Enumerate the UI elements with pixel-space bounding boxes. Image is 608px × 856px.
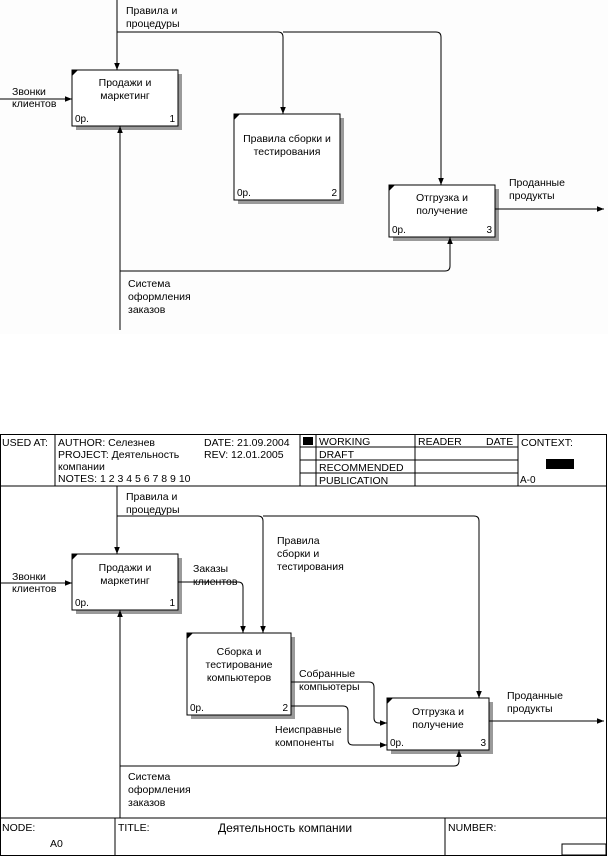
bottom-box-1-cost: 0р. bbox=[75, 598, 89, 609]
top-box-2-cost: 0р. bbox=[237, 188, 251, 199]
bottom-box-2-title-line-2: тестирование bbox=[206, 659, 273, 671]
node-label: NODE: bbox=[2, 822, 35, 834]
bottom-diagram-panel: USED AT: AUTHOR: Селезнев PROJECT: Деяте… bbox=[0, 434, 608, 856]
bottom-box-1-title-line-2: маркетинг bbox=[100, 575, 150, 587]
top-box-3-cost: 0р. bbox=[392, 225, 406, 236]
bottom-box-2-title-line-3: компьютеров bbox=[207, 672, 272, 684]
bottom-box-1-number: 1 bbox=[169, 598, 175, 609]
context-node: A-0 bbox=[520, 475, 536, 486]
top-box-2-title-line-1: Правила сборки и bbox=[243, 133, 331, 145]
bottom-control-arrows[interactable] bbox=[114, 486, 482, 698]
assembled-label-line-1: Собранные bbox=[299, 668, 355, 680]
bottom-output-label-line-2: продукты bbox=[507, 703, 553, 715]
top-box-1-number: 1 bbox=[169, 114, 175, 125]
top-box-1-title-line-2: маркетинг bbox=[100, 90, 150, 102]
status-draft: DRAFT bbox=[319, 449, 355, 461]
top-input-label-line-1: Звонки bbox=[12, 86, 46, 98]
assembly-rules-label-line-1: Правила bbox=[277, 535, 320, 547]
bottom-box-1-title-line-1: Продажи и bbox=[99, 562, 152, 574]
top-input-label-line-2: клиентов bbox=[12, 98, 57, 110]
top-box-2-title-line-2: тестирования bbox=[254, 146, 321, 158]
status-working: WORKING bbox=[319, 436, 370, 448]
top-mechanism-label-line-3: заказов bbox=[128, 304, 166, 316]
faulty-label-line-2: компоненты bbox=[275, 737, 334, 749]
context-thumbnail bbox=[546, 459, 574, 469]
bottom-diagram-form: USED AT: AUTHOR: Селезнев PROJECT: Деяте… bbox=[0, 434, 607, 856]
top-diagram-panel: Продажи и маркетинг 0р. 1 Правила сборки… bbox=[0, 0, 608, 334]
bottom-control-label-line-2: процедуры bbox=[126, 504, 180, 516]
form-header: USED AT: AUTHOR: Селезнев PROJECT: Деяте… bbox=[0, 434, 607, 487]
assembly-rules-label-line-2: сборки и bbox=[277, 548, 319, 560]
top-output-label-line-2: продукты bbox=[509, 190, 555, 202]
top-box-1-title-line-1: Продажи и bbox=[99, 77, 152, 89]
faulty-components-arrow[interactable] bbox=[291, 705, 387, 748]
top-diagram: Продажи и маркетинг 0р. 1 Правила сборки… bbox=[0, 0, 604, 330]
notes-field: NOTES: 1 2 3 4 5 6 7 8 9 10 bbox=[58, 473, 191, 485]
top-mechanism-arrows[interactable] bbox=[117, 126, 453, 330]
author-field: AUTHOR: Селезнев bbox=[58, 437, 155, 449]
bottom-box-3-title-line-2: получение bbox=[412, 719, 464, 731]
orders-arrow[interactable] bbox=[178, 581, 246, 633]
assembled-computers-arrow[interactable] bbox=[291, 681, 387, 726]
diagram-title: Деятельность компании bbox=[218, 821, 352, 835]
assembled-label-line-2: компьютеры bbox=[299, 681, 360, 693]
top-box-3-number: 3 bbox=[486, 225, 492, 236]
reader-label: READER bbox=[418, 436, 462, 448]
used-at-label: USED AT: bbox=[2, 437, 48, 449]
form-footer: NODE: A0 TITLE: Деятельность компании NU… bbox=[0, 817, 607, 856]
form-frame bbox=[0, 434, 607, 856]
bottom-box-sales-marketing[interactable]: Продажи и маркетинг 0р. 1 bbox=[71, 553, 182, 614]
faulty-label-line-1: Неисправные bbox=[275, 724, 342, 736]
working-status-marker bbox=[303, 437, 313, 445]
bottom-mechanism-label-line-1: Система bbox=[128, 771, 170, 783]
orders-label-line-2: клиентов bbox=[193, 576, 238, 588]
top-box-3-title-line-1: Отгрузка и bbox=[416, 192, 468, 204]
top-box-assembly-rules[interactable]: Правила сборки и тестирования 0р. 2 bbox=[233, 113, 344, 204]
top-box-1-cost: 0р. bbox=[75, 114, 89, 125]
top-control-label-line-2: процедуры bbox=[126, 18, 180, 30]
bottom-box-assembly-testing[interactable]: Сборка и тестирование компьютеров 0р. 2 bbox=[186, 632, 295, 719]
top-box-2-number: 2 bbox=[331, 188, 337, 199]
project-field-cont: компании bbox=[58, 461, 105, 473]
project-field: PROJECT: Деятельность bbox=[58, 449, 180, 461]
bottom-box-2-number: 2 bbox=[282, 703, 288, 714]
top-box-shipping-receiving[interactable]: Отгрузка и получение 0р. 3 bbox=[388, 184, 499, 241]
top-control-arrows[interactable] bbox=[114, 0, 444, 185]
bottom-control-label-line-1: Правила и bbox=[126, 491, 178, 503]
number-label: NUMBER: bbox=[448, 822, 496, 834]
bottom-input-label-line-1: Звонки bbox=[12, 571, 46, 583]
rev-field: REV: 12.01.2005 bbox=[204, 449, 284, 461]
top-output-label-line-1: Проданные bbox=[509, 177, 565, 189]
bottom-box-3-title-line-1: Отгрузка и bbox=[412, 706, 464, 718]
assembly-rules-label-line-3: тестирования bbox=[277, 561, 344, 573]
context-label: CONTEXT: bbox=[521, 437, 573, 449]
top-box-sales-marketing[interactable]: Продажи и маркетинг 0р. 1 bbox=[71, 69, 182, 130]
title-label: TITLE: bbox=[118, 822, 150, 834]
bottom-input-label-line-2: клиентов bbox=[12, 583, 57, 595]
orders-label-line-1: Заказы bbox=[193, 563, 228, 575]
bottom-box-3-cost: 0р. bbox=[390, 738, 404, 749]
bottom-mechanism-arrows[interactable] bbox=[117, 610, 462, 818]
top-mechanism-label-line-1: Система bbox=[128, 278, 170, 290]
bottom-box-2-cost: 0р. bbox=[190, 703, 204, 714]
date-field: DATE: 21.09.2004 bbox=[204, 437, 290, 449]
bottom-box-shipping-receiving[interactable]: Отгрузка и получение 0р. 3 bbox=[386, 697, 493, 754]
status-publication: PUBLICATION bbox=[319, 475, 388, 487]
bottom-mechanism-label-line-3: заказов bbox=[128, 797, 166, 809]
top-control-label-line-1: Правила и bbox=[126, 5, 178, 17]
node-value: A0 bbox=[50, 838, 63, 850]
top-mechanism-label-line-2: оформления bbox=[128, 291, 191, 303]
bottom-box-2-title-line-1: Сборка и bbox=[217, 646, 262, 658]
bottom-mechanism-label-line-2: оформления bbox=[128, 784, 191, 796]
bottom-output-label-line-1: Проданные bbox=[507, 690, 563, 702]
status-recommended: RECOMMENDED bbox=[319, 462, 404, 474]
reader-date-label: DATE bbox=[486, 436, 513, 448]
bottom-box-3-number: 3 bbox=[480, 738, 486, 749]
top-box-3-title-line-2: получение bbox=[416, 205, 468, 217]
